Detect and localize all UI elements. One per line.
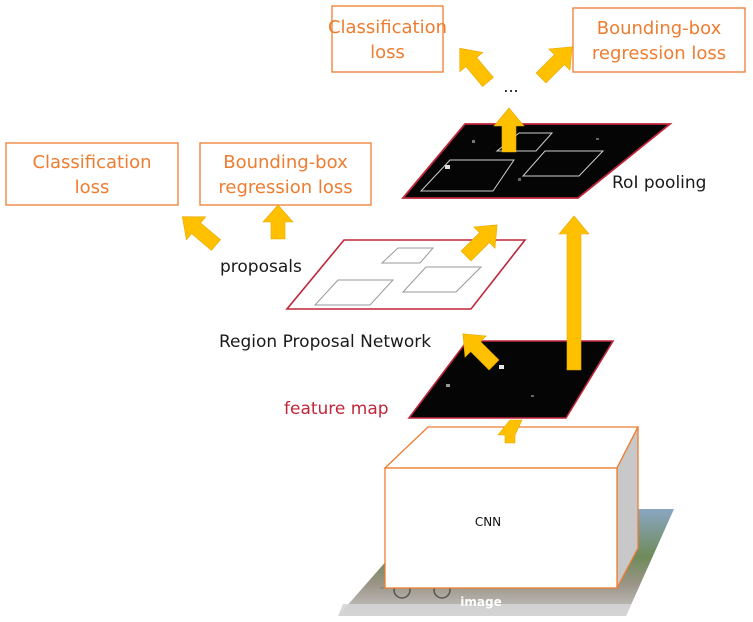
image-label: image bbox=[460, 595, 501, 609]
feature-map bbox=[407, 340, 615, 419]
arrows bbox=[181, 46, 590, 444]
roi-box-2 bbox=[419, 159, 515, 192]
feature-map-label: feature map bbox=[284, 399, 389, 419]
roi-pooling-label: RoI pooling bbox=[612, 173, 706, 193]
proposals-label: proposals bbox=[220, 257, 302, 277]
arrow-up-icon bbox=[497, 419, 523, 444]
top-bbox-loss-line2: regression loss bbox=[592, 43, 726, 64]
top-classification-loss-line1: Classification bbox=[328, 17, 447, 38]
cnn-block: CNN bbox=[383, 426, 640, 589]
left-classification-loss-box: Classification loss bbox=[5, 142, 179, 206]
rpn-label: Region Proposal Network bbox=[219, 332, 431, 352]
roi-activation-spot bbox=[445, 165, 450, 169]
left-classification-loss-line2: loss bbox=[75, 177, 110, 198]
arrow-diagonal-icon bbox=[459, 47, 494, 87]
arrow-diagonal-icon bbox=[535, 46, 573, 84]
left-bbox-regression-loss-box: Bounding-box regression loss bbox=[199, 142, 372, 206]
arrow-diagonal-icon bbox=[460, 224, 498, 262]
proposal-box-1 bbox=[380, 247, 435, 264]
top-classification-loss-line2: loss bbox=[370, 42, 405, 63]
top-bbox-loss-line1: Bounding-box bbox=[597, 18, 722, 39]
arrow-up-icon bbox=[262, 204, 294, 240]
left-classification-loss-line1: Classification bbox=[32, 152, 151, 173]
left-bbox-loss-line2: regression loss bbox=[218, 177, 352, 198]
roi-activation-spot bbox=[596, 138, 599, 140]
arrow-up-icon bbox=[493, 107, 525, 153]
roi-activation-spot bbox=[472, 140, 475, 143]
roi-activation-spot bbox=[518, 178, 521, 181]
top-bbox-regression-loss-box: Bounding-box regression loss bbox=[572, 7, 746, 73]
roi-box-3 bbox=[521, 150, 605, 177]
left-bbox-loss-line1: Bounding-box bbox=[223, 152, 348, 173]
feature-activation-spot bbox=[446, 384, 450, 387]
proposals-map bbox=[285, 239, 527, 310]
arrow-diagonal-icon bbox=[462, 333, 500, 371]
feature-activation-spot bbox=[499, 365, 504, 369]
top-classification-loss-box: Classification loss bbox=[328, 5, 447, 73]
feature-activation-spot bbox=[531, 395, 534, 397]
arrow-diagonal-icon bbox=[181, 216, 221, 251]
ellipsis-label: ... bbox=[503, 77, 518, 96]
arrow-up-icon bbox=[558, 215, 590, 371]
proposal-box-2 bbox=[313, 279, 395, 306]
roi-pooling-map bbox=[401, 123, 673, 199]
proposal-box-3 bbox=[401, 266, 483, 293]
cnn-label: CNN bbox=[475, 515, 501, 529]
